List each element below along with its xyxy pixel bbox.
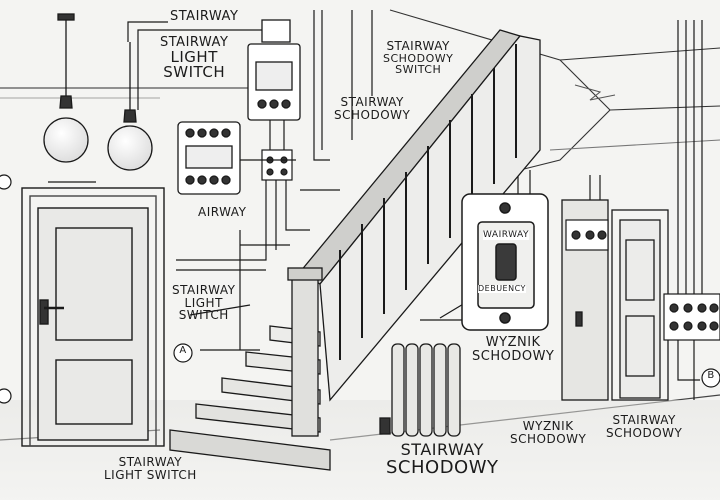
- pendant-light-right: [107, 42, 153, 171]
- small-junction-box: [261, 149, 293, 181]
- switch-plate-bottom-label: DEBUENCY: [478, 284, 526, 294]
- marker-a: A: [179, 345, 187, 356]
- label-top-stairway: STAIRWAY: [170, 9, 239, 24]
- label-wyznik-schodowy-bottom: WYZNIK SCHODOWY: [510, 420, 586, 445]
- pendant-light-left: [43, 13, 89, 163]
- label-line: SCHODOWY: [383, 51, 454, 65]
- label-line: SCHODOWY: [386, 456, 499, 478]
- label-stairway-light-switch-title: STAIRWAY LIGHT SWITCH: [160, 36, 228, 81]
- label-line: SWITCH: [178, 308, 229, 323]
- radiator: [379, 343, 461, 437]
- label-line: STAIRWAY: [118, 455, 183, 469]
- label-bottom-stairway-light-switch: STAIRWAY LIGHT SWITCH: [104, 456, 197, 481]
- label-airway: AIRWAY: [198, 205, 247, 219]
- label-stairway-schodowy-right: STAIRWAY SCHODOWY: [606, 414, 682, 439]
- label-line: SCHODOWY: [472, 348, 555, 364]
- label-line: STAIRWAY: [612, 413, 676, 427]
- label-stairway-schodowy-switch: STAIRWAY SCHODOWY SWITCH: [383, 40, 453, 76]
- label-line: LIGHT: [170, 47, 218, 66]
- right-junction-boxes: [565, 219, 720, 341]
- staircase: [169, 29, 541, 471]
- label-bottom-stairway-schodowy: STAIRWAY SCHODOWY: [386, 440, 499, 478]
- label-line: SCHODOWY: [334, 107, 411, 122]
- label-line: STAIRWAY: [340, 95, 404, 109]
- label-line: STAIRWAY: [400, 440, 484, 459]
- left-door: [21, 187, 165, 447]
- label-line: WYZNIK: [522, 419, 574, 433]
- label-line: SWITCH: [163, 63, 226, 82]
- circle-markers: [0, 174, 720, 404]
- left-switch-box: [177, 121, 241, 195]
- label-line: SCHODOWY: [606, 425, 683, 440]
- top-breaker-box: [247, 19, 301, 121]
- label-line: LIGHT SWITCH: [104, 467, 197, 482]
- label-line: WYZNIK: [485, 335, 541, 350]
- label-wyznik-schodowy-right: WYZNIK SCHODOWY: [472, 336, 554, 363]
- label-line: STAIRWAY: [172, 283, 236, 297]
- switch-plate-top-label: WAIRWAY: [483, 230, 529, 241]
- label-line: SCHODOWY: [510, 431, 587, 446]
- wiring: [48, 10, 703, 400]
- label-line: LIGHT: [184, 295, 223, 310]
- right-light-switch: [461, 193, 549, 331]
- label-line: SWITCH: [395, 63, 442, 77]
- label-stairway-schodowy-mid: STAIRWAY SCHODOWY: [334, 96, 410, 121]
- label-stairway-light-switch-left: STAIRWAY LIGHT SWITCH: [172, 284, 235, 322]
- marker-b: B: [707, 370, 715, 381]
- stair-balusters: [339, 44, 517, 360]
- label-line: STAIRWAY: [386, 39, 450, 53]
- label-line: STAIRWAY: [160, 35, 229, 50]
